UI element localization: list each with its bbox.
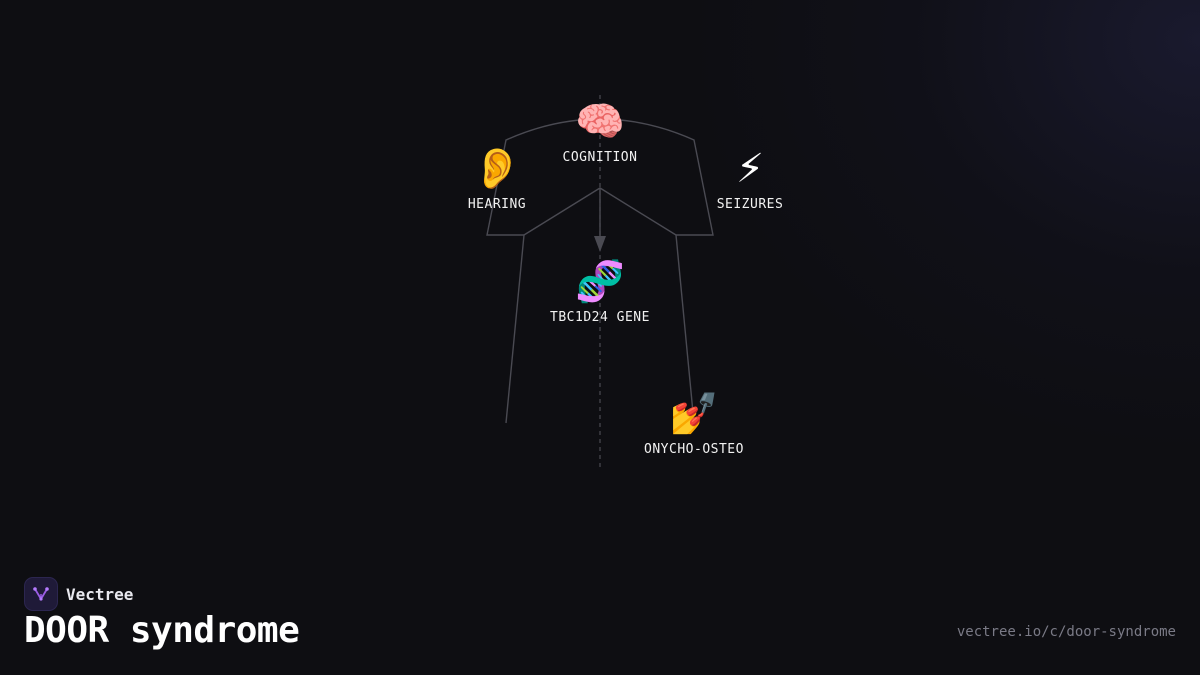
- nail-polish-icon: 💅: [669, 391, 719, 437]
- node-seizures[interactable]: ⚡ SEIZURES: [670, 145, 830, 212]
- node-cognition[interactable]: 🧠 COGNITION: [520, 98, 680, 165]
- body-outline: [486, 118, 714, 424]
- node-label: ONYCHO-OSTEO: [644, 442, 744, 457]
- node-gene[interactable]: 🧬 TBC1D24 GENE: [520, 258, 680, 325]
- node-hearing[interactable]: 👂 HEARING: [417, 145, 577, 212]
- lightning-icon: ⚡: [735, 146, 765, 192]
- dna-icon: 🧬: [575, 259, 625, 305]
- node-label: TBC1D24 GENE: [550, 310, 650, 325]
- brand-name: Vectree: [66, 584, 134, 604]
- brand[interactable]: Vectree: [24, 577, 133, 611]
- vectree-logo-icon: [24, 577, 58, 611]
- page-url-link[interactable]: vectree.io/c/door-syndrome: [956, 624, 1176, 640]
- node-label: COGNITION: [562, 150, 638, 165]
- brain-icon: 🧠: [575, 99, 625, 145]
- node-label: SEIZURES: [716, 197, 784, 212]
- arrow-head: [594, 236, 606, 252]
- node-label: HEARING: [467, 197, 527, 212]
- ear-icon: 👂: [472, 146, 522, 192]
- node-onycho-osteo[interactable]: 💅 ONYCHO-OSTEO: [614, 390, 774, 457]
- page-title: DOOR syndrome: [24, 610, 300, 651]
